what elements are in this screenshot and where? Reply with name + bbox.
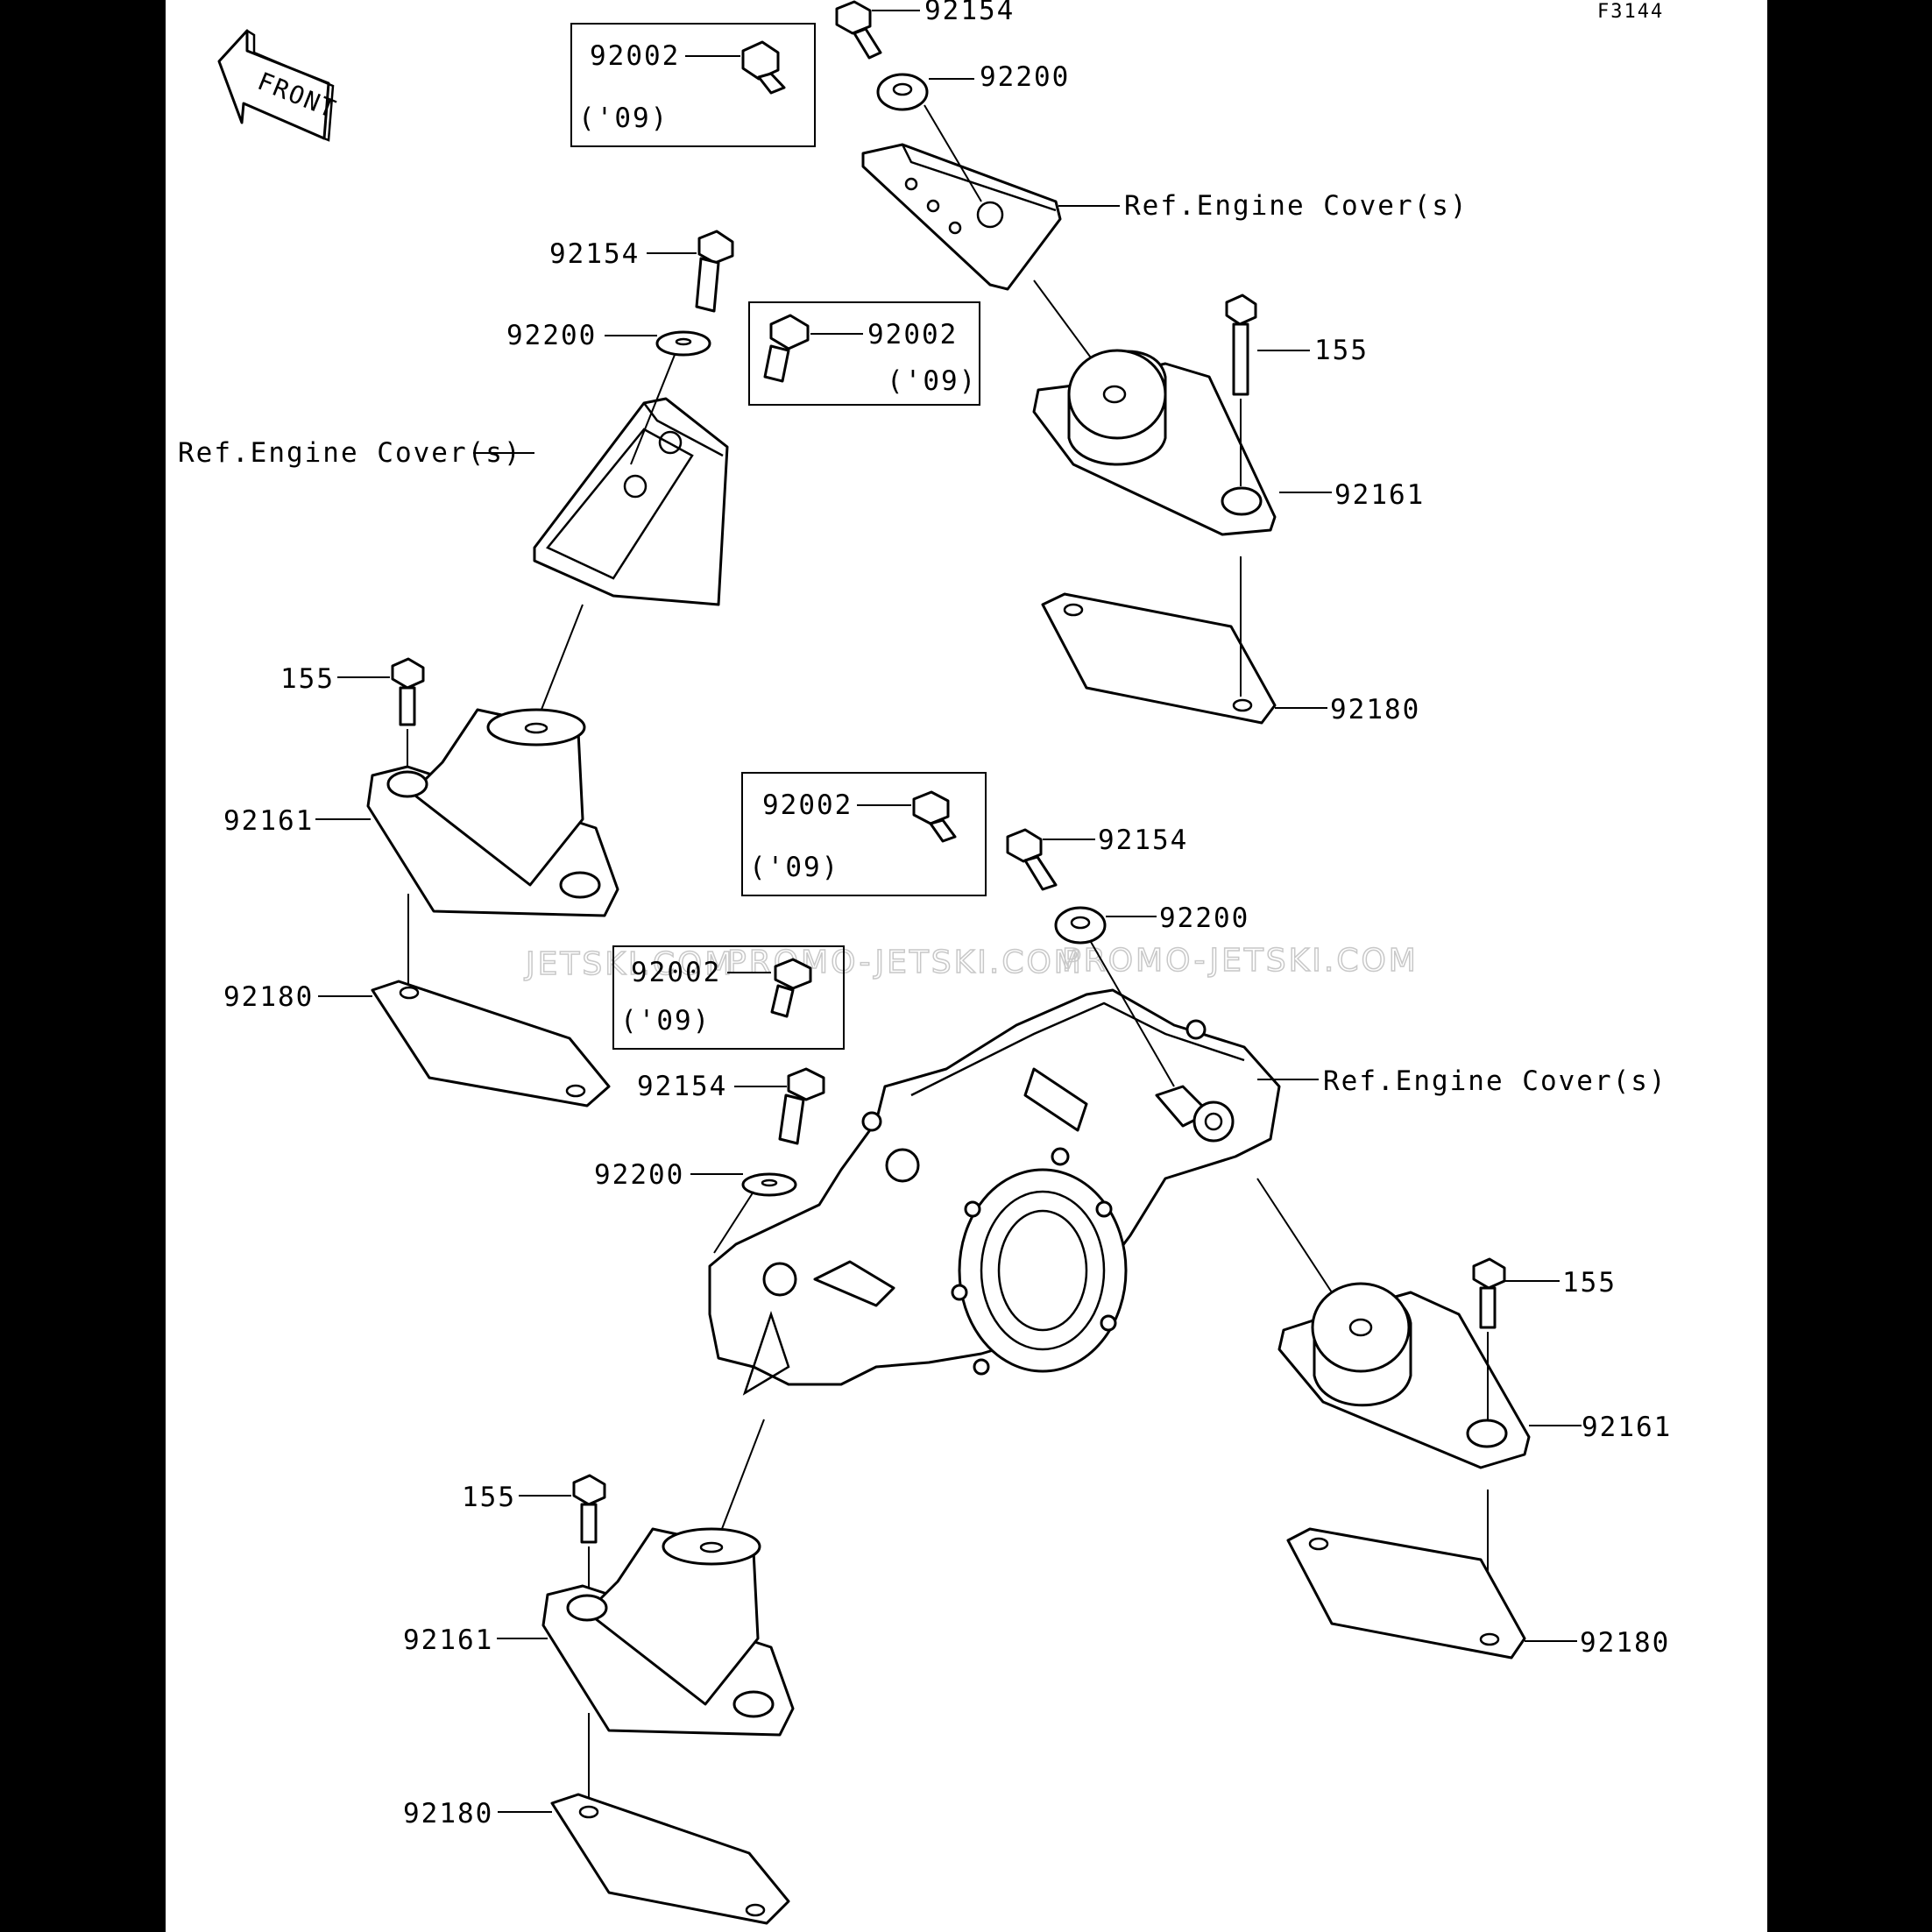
plate-92180-bottom-right-icon <box>1286 1527 1526 1660</box>
variant-box-top <box>570 23 816 147</box>
part-label-155-bottom-left: 155 <box>462 1482 516 1513</box>
plate-92180-left-icon <box>371 980 611 1108</box>
bolt-92154-center-left-icon <box>778 1067 825 1145</box>
part-label-155-bottom-right: 155 <box>1562 1267 1617 1299</box>
bolt-92154-center-icon <box>1006 828 1058 891</box>
part-label-92002-center-1: 92002 <box>762 789 853 821</box>
year-note-center-2: ('09) <box>620 1005 711 1037</box>
washer-92200-center-left-icon <box>741 1172 797 1197</box>
bolt-92002-mid-icon <box>763 314 810 383</box>
part-label-92180-bottom-right: 92180 <box>1580 1627 1670 1659</box>
bracket-left-icon <box>533 397 729 606</box>
part-label-155-left: 155 <box>280 663 335 695</box>
engine-mount-92161-bottom-left-icon <box>541 1527 795 1737</box>
washer-92200-top-icon <box>876 73 929 111</box>
part-label-92002-top: 92002 <box>590 40 680 72</box>
bolt-155-bottom-right-icon <box>1472 1257 1506 1329</box>
year-note-mid: ('09) <box>887 365 977 397</box>
washer-92200-left-icon <box>655 330 711 357</box>
bolt-155-top-right-icon <box>1225 294 1257 396</box>
part-label-92154-left: 92154 <box>549 238 640 270</box>
variant-box-center-2 <box>612 945 845 1050</box>
year-note-top: ('09) <box>578 103 669 134</box>
ref-engine-cover-label-center: Ref.Engine Cover(s) <box>1323 1065 1667 1097</box>
diagram-code: F3144 <box>1597 1 1664 23</box>
plate-92180-bottom-left-icon <box>550 1793 790 1925</box>
bracket-top-icon <box>861 143 1062 291</box>
ref-engine-cover-label-left: Ref.Engine Cover(s) <box>178 437 522 469</box>
engine-mount-92161-bottom-right-icon <box>1277 1282 1531 1469</box>
engine-cover-casting-icon <box>708 988 1281 1396</box>
part-label-92161-top-right: 92161 <box>1334 479 1425 511</box>
ref-engine-cover-label-top: Ref.Engine Cover(s) <box>1124 190 1468 222</box>
part-label-92154-center: 92154 <box>1098 824 1188 856</box>
part-label-92180-bottom-left: 92180 <box>403 1798 493 1829</box>
part-label-155-top-right: 155 <box>1314 335 1369 366</box>
part-label-92200-center: 92200 <box>1159 902 1249 934</box>
watermark-3: PROMO-JETSKI.COM <box>1062 943 1419 979</box>
engine-mount-92161-top-right-icon <box>1032 349 1277 536</box>
part-label-92002-mid: 92002 <box>867 319 958 350</box>
bolt-92002-top-icon <box>741 40 786 95</box>
part-label-92161-bottom-right: 92161 <box>1582 1412 1672 1443</box>
bolt-92154-left-icon <box>695 230 734 313</box>
part-label-92154-center-left: 92154 <box>637 1071 727 1102</box>
washer-92200-center-icon <box>1054 906 1107 945</box>
bolt-155-left-icon <box>391 657 425 726</box>
year-note-center-1: ('09) <box>749 852 839 883</box>
bolt-92154-top-icon <box>835 0 882 60</box>
part-label-92200-left: 92200 <box>506 320 597 351</box>
engine-mount-92161-left-icon <box>366 708 619 917</box>
part-label-92180-top-right: 92180 <box>1330 694 1420 725</box>
watermark-1: JETSKI.COM <box>524 946 734 982</box>
variant-box-mid <box>748 301 980 406</box>
part-label-92154-top: 92154 <box>924 0 1015 26</box>
front-arrow-icon: FRONT <box>217 29 341 142</box>
plate-92180-top-right-icon <box>1041 592 1277 725</box>
part-label-92161-bottom-left: 92161 <box>403 1624 493 1656</box>
part-label-92161-left: 92161 <box>223 805 314 837</box>
part-label-92200-top: 92200 <box>980 61 1070 93</box>
bolt-92002-center-1-icon <box>912 790 957 843</box>
part-label-92200-center-left: 92200 <box>594 1159 684 1191</box>
variant-box-center-1 <box>741 772 987 896</box>
part-label-92002-center-2: 92002 <box>631 957 721 988</box>
part-label-92180-left: 92180 <box>223 981 314 1013</box>
bolt-155-bottom-left-icon <box>572 1474 606 1544</box>
bolt-92002-center-2-icon <box>770 958 812 1018</box>
